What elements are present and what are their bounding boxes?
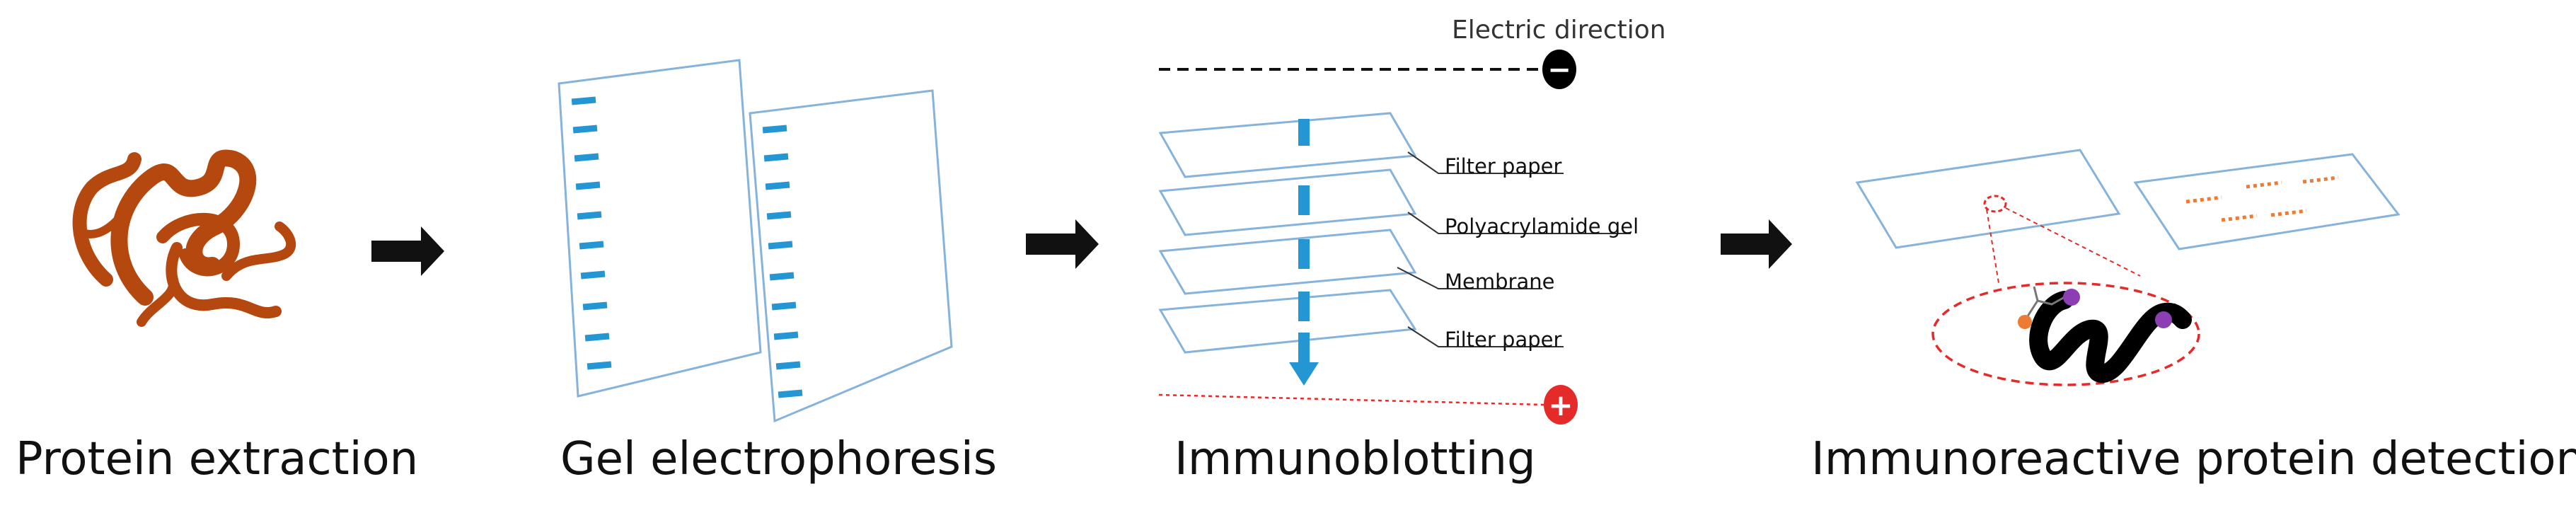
layer-leader-lines bbox=[1397, 151, 1631, 347]
protein-squiggle-icon bbox=[72, 149, 296, 327]
layer-label-polyacrylamide-gel: Polyacrylamide gel bbox=[1445, 214, 1639, 238]
stage-label-immunoreactive-protein-detection: Immunoreactive protein detection bbox=[1811, 433, 2576, 485]
gel-plate-left bbox=[558, 59, 762, 398]
right-arrow-icon bbox=[371, 226, 444, 276]
zoom-guide-lines bbox=[1986, 207, 2141, 284]
transfer-direction-arrow bbox=[1289, 119, 1319, 386]
antibody-binding-icon bbox=[2018, 286, 2192, 383]
right-arrow-icon bbox=[1026, 219, 1099, 269]
svg-text:+: + bbox=[1548, 388, 1573, 422]
positive-pole-icon: + bbox=[1544, 385, 1578, 425]
layer-label-membrane: Membrane bbox=[1445, 270, 1554, 294]
layer-label-filter-paper-bottom: Filter paper bbox=[1445, 328, 1561, 352]
detected-bands bbox=[2185, 175, 2339, 222]
positive-pole-line bbox=[1158, 393, 1544, 406]
electric-direction-label: Electric direction bbox=[1452, 16, 1666, 45]
stage-label-protein-extraction: Protein extraction bbox=[16, 433, 419, 485]
svg-text:−: − bbox=[1547, 54, 1571, 86]
membrane-sheet-right bbox=[2133, 153, 2401, 250]
zoom-origin-marker bbox=[1983, 195, 2007, 213]
stage-label-gel-electrophoresis: Gel electrophoresis bbox=[560, 433, 998, 485]
stage-label-immunoblotting: Immunoblotting bbox=[1174, 433, 1536, 485]
negative-pole-icon: − bbox=[1542, 50, 1576, 89]
layer-label-filter-paper-top: Filter paper bbox=[1445, 154, 1561, 178]
blot-layers bbox=[1158, 112, 1417, 354]
right-arrow-icon bbox=[1721, 219, 1792, 269]
gel-plate-right bbox=[749, 89, 953, 423]
